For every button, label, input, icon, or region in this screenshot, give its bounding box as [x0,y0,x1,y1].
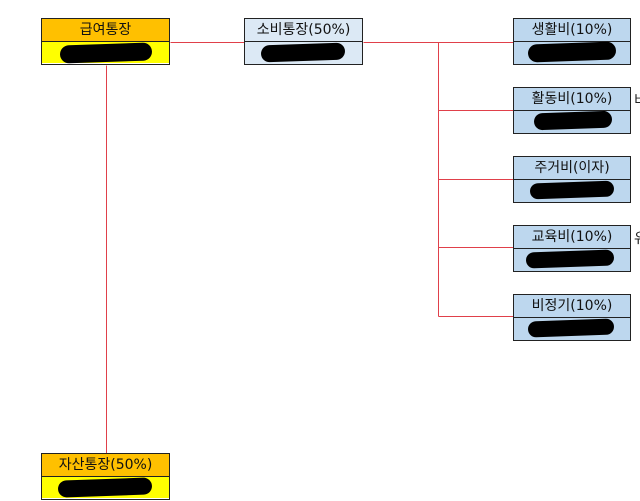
activity-side-text: 비 [634,90,640,110]
activity-expense-title: 활동비(10%) [514,88,630,111]
housing-expense-node[interactable]: 주거비(이자) [513,156,631,203]
salary-account-node[interactable]: 급여통장 [41,18,170,65]
redaction-mark [533,110,613,131]
activity-expense-redacted-value [514,110,630,132]
living-expense-node[interactable]: 생활비(10%) [513,18,631,65]
salary-account-title: 급여통장 [42,19,169,42]
redaction-mark [527,41,617,63]
spending-account-redacted-value [245,42,362,63]
redaction-mark [527,318,615,338]
asset-account-title: 자산통장(50%) [42,454,169,477]
irregular-expense-node[interactable]: 비정기(10%) [513,294,631,341]
redaction-mark [59,42,153,64]
education-expense-redacted-value [514,249,630,270]
salary-account-redacted-value [42,42,169,64]
asset-account-redacted-value [42,477,169,498]
redaction-mark [260,42,346,63]
spending-account-title: 소비통장(50%) [245,19,362,42]
spending-account-node[interactable]: 소비통장(50%) [244,18,363,65]
redaction-mark [529,180,615,200]
irregular-expense-title: 비정기(10%) [514,295,630,318]
education-expense-title: 교육비(10%) [514,226,630,249]
activity-expense-node[interactable]: 활동비(10%) [513,87,631,134]
education-expense-node[interactable]: 교육비(10%) [513,225,631,272]
education-side-text: 유 [634,228,640,248]
redaction-mark [525,249,615,269]
irregular-expense-redacted-value [514,318,630,339]
housing-expense-redacted-value [514,180,630,201]
redaction-mark [57,477,153,498]
housing-expense-title: 주거비(이자) [514,157,630,180]
living-expense-title: 생활비(10%) [514,19,630,42]
asset-account-node[interactable]: 자산통장(50%) [41,453,170,500]
living-expense-redacted-value [514,41,630,63]
